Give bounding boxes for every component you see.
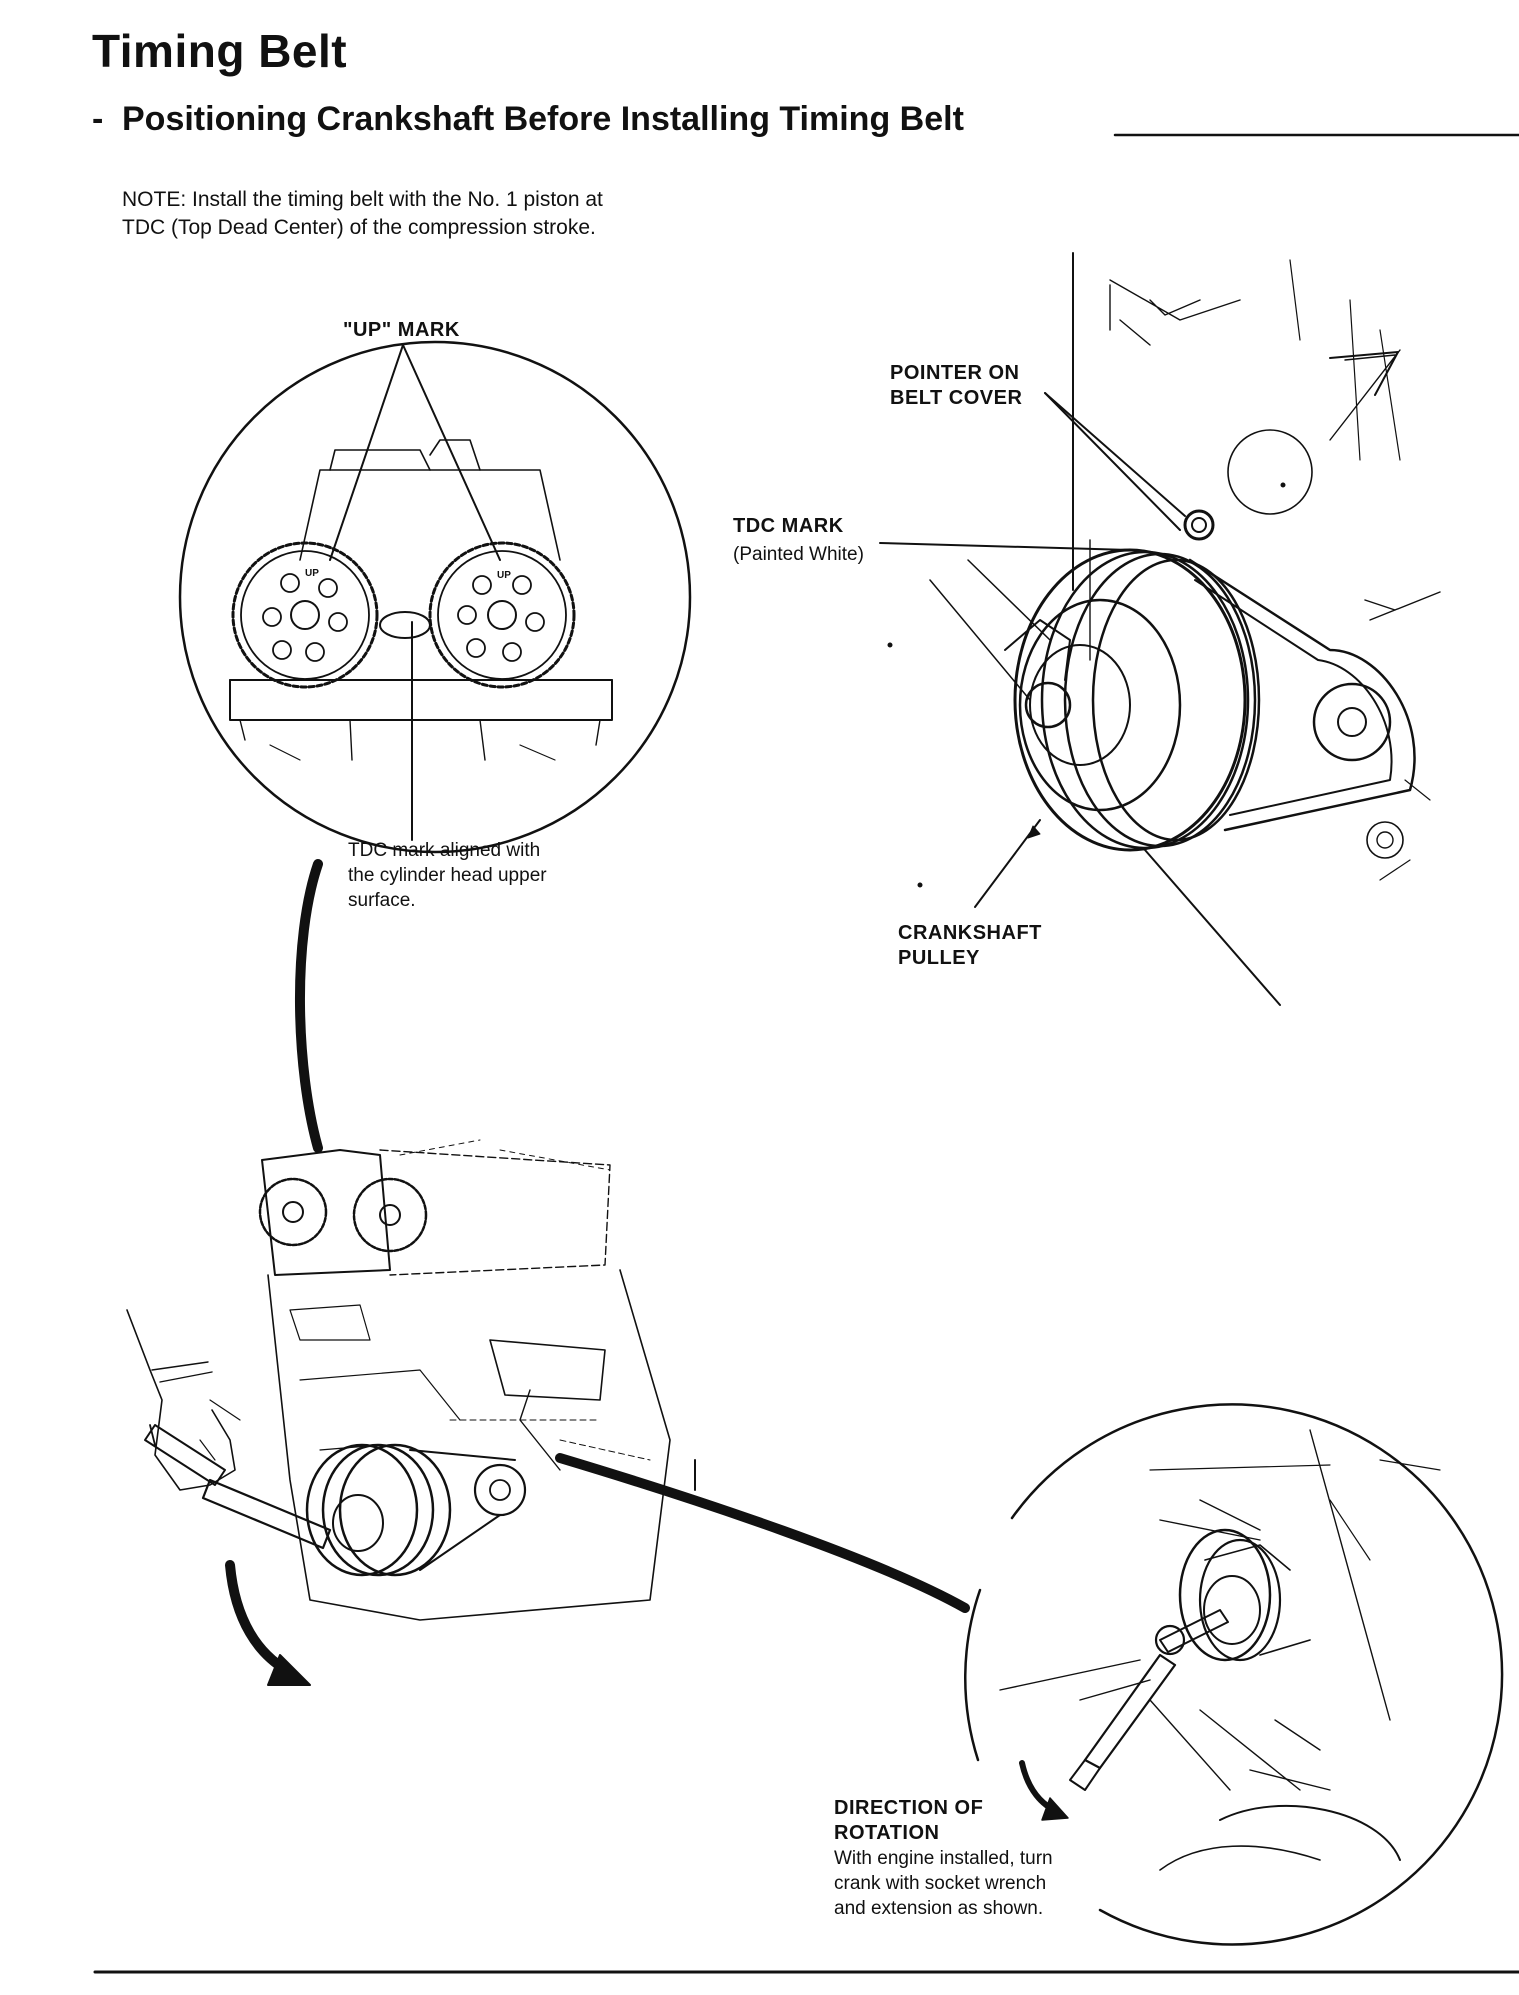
crankshaft-pulley-label: CRANKSHAFT PULLEY [898,921,1042,971]
label-line: PULLEY [898,947,980,969]
subtitle-dash: - [92,100,104,138]
crankshaft-pulley-icon [1004,548,1261,852]
rotation-arrow-icon [225,1560,311,1686]
caption-line: surface. [348,890,416,911]
gear-up-mark: UP [497,570,511,581]
page-title: Timing Belt [92,25,348,77]
gear-up-mark: UP [305,568,319,579]
caption-line: crank with socket wrench [834,1873,1047,1894]
camshaft-detail-circle [178,340,692,1153]
label-line: DIRECTION OF [834,1797,984,1819]
socket-wrench-icon [144,1424,332,1550]
caption-line: With engine installed, turn [834,1848,1053,1869]
up-mark-label: "UP" MARK [343,319,460,341]
caption-line: and extension as shown. [834,1898,1044,1919]
painted-white-label: (Painted White) [733,544,864,565]
label-line: CRANKSHAFT [898,922,1042,944]
rotation-arrow-icon [1019,1760,1069,1821]
rotation-detail-circle [964,1403,1504,1946]
label-line: ROTATION [834,1822,940,1844]
caption-line: TDC mark aligned with [348,840,541,861]
label-line: POINTER ON [890,362,1020,384]
section-subtitle: Positioning Crankshaft Before Installing… [122,100,964,138]
pointer-on-belt-cover-label: POINTER ON BELT COVER [890,361,1022,411]
install-note: NOTE: Install the timing belt with the N… [122,186,603,242]
tdc-mark-label: TDC MARK [733,515,844,537]
engine-view [126,1139,970,1686]
note-line: TDC (Top Dead Center) of the compression… [122,216,596,239]
camshaft-gear-icon [428,541,576,689]
label-line: BELT COVER [890,387,1023,409]
note-line: NOTE: Install the timing belt with the N… [122,188,603,211]
camshaft-gear-icon [231,541,379,689]
tdc-aligned-caption: TDC mark aligned with the cylinder head … [348,838,547,913]
crankshaft-pulley-view [879,252,1441,1006]
caption-line: the cylinder head upper [348,865,547,886]
direction-of-rotation-caption: DIRECTION OF ROTATION With engine instal… [834,1796,1053,1921]
socket-wrench-icon [1069,1609,1229,1791]
